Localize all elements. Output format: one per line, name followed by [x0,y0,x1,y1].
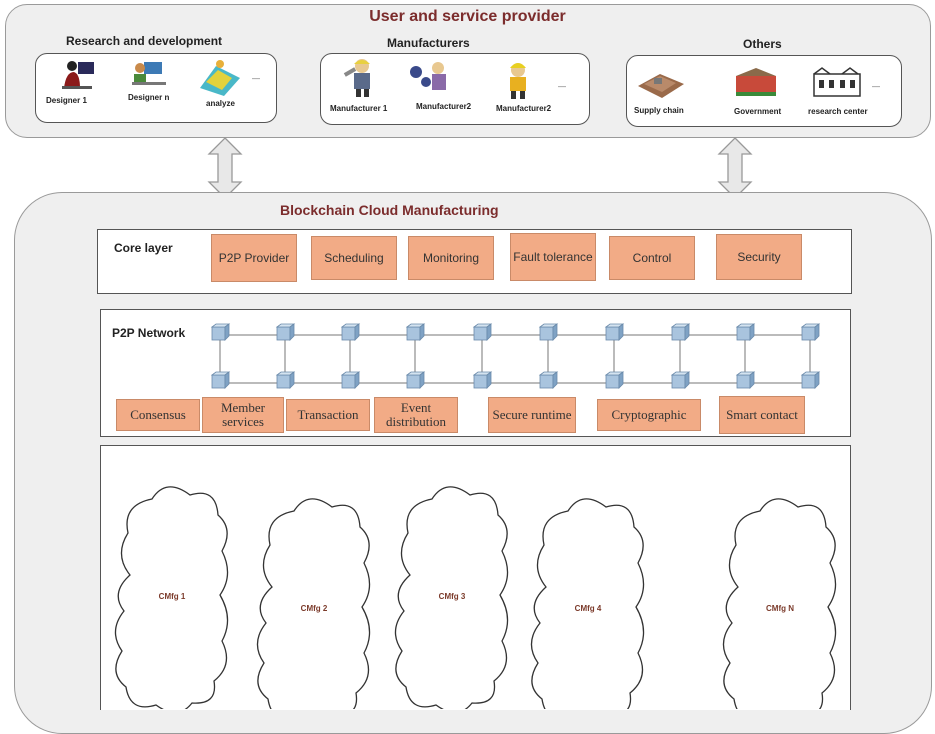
blockchain-cloud-title: Blockchain Cloud Manufacturing [280,202,499,218]
p2p-item-member-services: Member services [202,397,284,433]
cloud-cmfg-4: CMfg 4 [530,498,645,709]
core-item-control: Control [609,236,695,280]
p2p-item-secure-runtime: Secure runtime [488,397,576,433]
p2p-node [538,323,559,341]
p2p-node [405,371,426,389]
supply-chain-icon [638,74,684,98]
core-item-fault-tolerance: Fault tolerance [510,233,596,281]
p2p-node [735,323,756,341]
core-item-security: Security [716,234,802,280]
cmfg-clouds: CMfg 1 CMfg 2 CMfg 3 CMfg 4 CMfg N [114,486,837,709]
designer-icon [62,61,94,89]
p2p-node [405,323,426,341]
p2p-node [735,371,756,389]
item-supply-chain: Supply chain [634,106,684,115]
core-item-p2p-provider: P2P Provider [211,234,297,282]
p2p-node [604,371,625,389]
p2p-item-consensus: Consensus [116,399,200,431]
designer-desk-icon [132,62,166,85]
group-title-others: Others [743,37,782,51]
core-item-monitoring: Monitoring [408,236,494,280]
p2p-node [604,323,625,341]
government-building-icon [736,68,776,96]
group-title-research: Research and development [66,34,223,48]
p2p-node [275,371,296,389]
p2p-item-cryptographic: Cryptographic [597,399,701,431]
p2p-node [472,323,493,341]
manufacturer-helmet-icon [510,63,526,99]
cloud-label-cmfg-3: CMfg 3 [439,592,466,601]
item-manufacturer-2: Manufacturer2 [416,102,472,111]
p2p-node [472,371,493,389]
cloud-cmfg-1: CMfg 1 [114,486,229,709]
manufacturer-tools-icon [410,62,446,90]
item-manufacturer-3: Manufacturer2 [496,104,552,113]
item-manufacturer-1: Manufacturer 1 [330,104,388,113]
double-arrow-left [207,137,243,199]
item-designer-1: Designer 1 [46,96,87,105]
p2p-node [670,323,691,341]
user-provider-title: User and service provider [369,8,566,25]
p2p-item-event-distribution: Event distribution [374,397,458,433]
cloud-label-cmfg-n: CMfg N [766,604,794,613]
research-center-icon [813,67,861,97]
item-analyze: analyze [206,99,235,108]
ellipsis-others: — [872,82,880,91]
core-item-scheduling: Scheduling [311,236,397,280]
double-arrow-right [717,137,753,199]
cloud-label-cmfg-2: CMfg 2 [301,604,328,613]
p2p-node [800,323,821,341]
p2p-node [340,323,361,341]
p2p-node [538,371,559,389]
item-research-center: research center [808,107,868,116]
group-title-manufacturers: Manufacturers [387,36,470,50]
p2p-node [210,371,231,389]
analyze-icon [200,60,240,96]
ellipsis-research: — [252,74,260,83]
p2p-item-transaction: Transaction [286,399,370,431]
item-designer-n: Designer n [128,93,170,102]
cloud-cmfg-3: CMfg 3 [394,486,509,709]
item-government: Government [734,107,782,116]
cloud-label-cmfg-4: CMfg 4 [575,604,602,613]
p2p-node [275,323,296,341]
core-layer-label: Core layer [114,241,173,255]
p2p-node [800,371,821,389]
ellipsis-manufacturers: — [558,82,566,91]
cloud-label-cmfg-1: CMfg 1 [159,592,186,601]
cloud-cmfg-n: CMfg N [722,498,837,709]
p2p-node-grid [210,323,821,389]
p2p-network-label: P2P Network [112,326,186,340]
manufacturer-worker-icon [343,59,370,97]
cloud-cmfg-2: CMfg 2 [256,498,371,709]
p2p-node [340,371,361,389]
p2p-item-smart-contact: Smart contact [719,396,805,434]
p2p-node [210,323,231,341]
p2p-node [670,371,691,389]
